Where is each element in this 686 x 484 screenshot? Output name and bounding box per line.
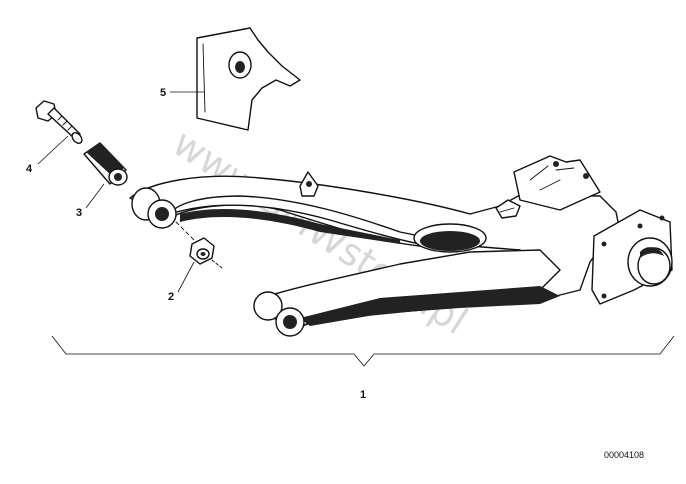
assembly-axis xyxy=(175,221,197,243)
leader-4 xyxy=(37,135,69,165)
callout-2: 2 xyxy=(168,291,174,303)
callout-1: 1 xyxy=(360,389,366,401)
rubber-mount xyxy=(83,142,128,186)
nut xyxy=(189,237,223,269)
leader-3 xyxy=(85,183,105,209)
callout-3: 3 xyxy=(76,207,82,219)
cover-plate xyxy=(196,27,301,131)
callout-5: 5 xyxy=(160,87,166,99)
trailing-arm xyxy=(129,155,673,337)
assembly-bracket xyxy=(51,335,675,367)
callout-4: 4 xyxy=(26,163,33,175)
hex-bolt xyxy=(35,100,83,144)
leader-2 xyxy=(177,261,195,293)
diagram-id: 00004108 xyxy=(604,450,644,460)
